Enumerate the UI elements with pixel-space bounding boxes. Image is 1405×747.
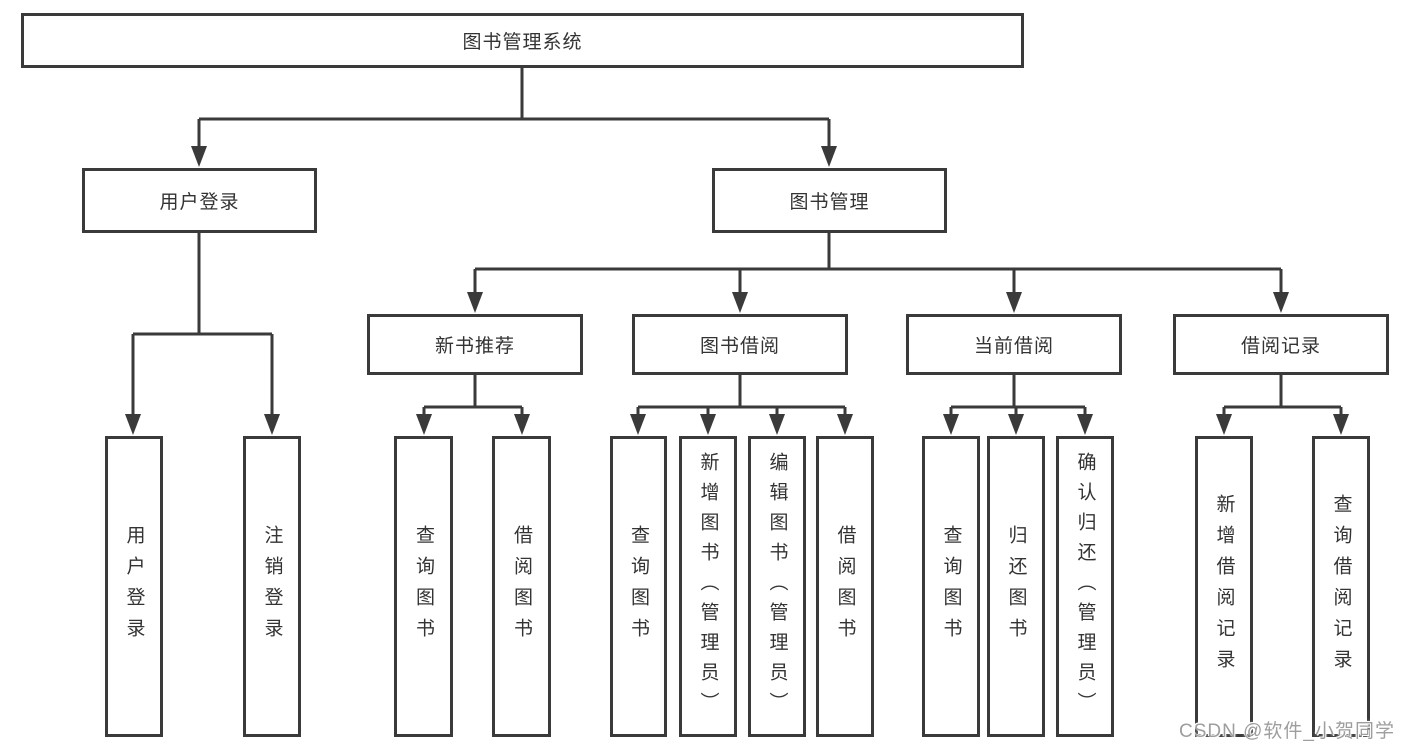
node-label: 新书推荐: [434, 336, 515, 357]
arrow-down-icon: [837, 414, 853, 435]
arrow-down-icon: [700, 414, 716, 435]
arrow-down-icon: [1216, 414, 1232, 435]
arrow-down-icon: [125, 414, 141, 435]
node-label: 查询借阅记录: [1330, 493, 1352, 680]
leaf-return-books: 归还图书: [987, 436, 1045, 737]
arrow-down-icon: [416, 414, 432, 435]
arrow-down-icon: [769, 414, 785, 435]
leaf-confirm-return-admin: 确认归还（管理员）: [1056, 436, 1114, 737]
node-current-borrowing: 当前借阅: [906, 314, 1122, 375]
node-borrowing-records: 借阅记录: [1173, 314, 1389, 375]
connector-current-subtree: [949, 375, 1087, 416]
arrow-down-icon: [264, 414, 280, 435]
node-label: 查询图书: [413, 524, 434, 649]
arrow-down-icon: [1333, 414, 1349, 435]
node-label: 图书借阅: [699, 336, 780, 357]
arrow-down-icon: [1008, 414, 1024, 435]
leaf-add-book-admin: 新增图书（管理员）: [679, 436, 737, 737]
node-label: 借阅图书: [511, 524, 532, 649]
leaf-add-borrowing-record: 新增借阅记录: [1195, 436, 1253, 737]
node-library-system: 图书管理系统: [21, 13, 1024, 68]
leaf-borrow-books-newbook: 借阅图书: [492, 436, 551, 737]
connector-bookmgmt-to-level3: [473, 233, 1283, 294]
csdn-watermark: CSDN @软件_小贺同学: [1179, 721, 1395, 742]
leaf-query-books-newbook: 查询图书: [394, 436, 453, 737]
node-label: 当前借阅: [973, 336, 1054, 357]
node-book-management: 图书管理: [712, 168, 947, 233]
node-label: 查询图书: [940, 524, 962, 649]
arrow-down-icon: [1273, 292, 1289, 313]
arrow-down-icon: [732, 292, 748, 313]
connector-borrowing-subtree: [636, 375, 847, 416]
node-label: 新增借阅记录: [1213, 493, 1235, 680]
arrow-down-icon: [943, 414, 959, 435]
node-label: 注销登录: [261, 524, 283, 649]
node-label: 用户登录: [159, 192, 240, 213]
node-user-login: 用户登录: [82, 168, 317, 233]
node-new-book-recommendation: 新书推荐: [367, 314, 583, 375]
arrow-down-icon: [1006, 292, 1022, 313]
connector-records-subtree: [1222, 375, 1343, 416]
node-book-borrowing: 图书借阅: [632, 314, 848, 375]
leaf-user-login: 用户登录: [105, 436, 163, 737]
node-label: 图书管理: [789, 192, 870, 213]
node-label: 用户登录: [123, 524, 145, 649]
node-label: 查询图书: [628, 524, 649, 649]
arrow-down-icon: [191, 146, 207, 167]
leaf-query-books-borrowing: 查询图书: [610, 436, 667, 737]
leaf-borrow-books-borrowing: 借阅图书: [816, 436, 874, 737]
connector-newbook-subtree: [422, 375, 524, 416]
arrow-down-icon: [821, 146, 837, 167]
arrow-down-icon: [467, 292, 483, 313]
node-label: 归还图书: [1005, 524, 1027, 649]
leaf-edit-book-admin: 编辑图书（管理员）: [748, 436, 806, 737]
node-label: 编辑图书（管理员）: [766, 451, 788, 722]
arrow-down-icon: [1077, 414, 1093, 435]
leaf-query-borrowing-record: 查询借阅记录: [1312, 436, 1370, 737]
node-label: 图书管理系统: [462, 32, 583, 53]
node-label: 新增图书（管理员）: [697, 451, 719, 722]
leaf-query-books-current: 查询图书: [922, 436, 980, 737]
node-label: 借阅图书: [834, 524, 856, 649]
connector-root-to-level2: [197, 68, 831, 148]
leaf-logout: 注销登录: [243, 436, 301, 737]
node-label: 确认归还（管理员）: [1074, 451, 1096, 722]
arrow-down-icon: [514, 414, 530, 435]
node-label: 借阅记录: [1240, 336, 1321, 357]
connector-userlogin-subtree: [131, 233, 274, 416]
arrow-down-icon: [630, 414, 646, 435]
